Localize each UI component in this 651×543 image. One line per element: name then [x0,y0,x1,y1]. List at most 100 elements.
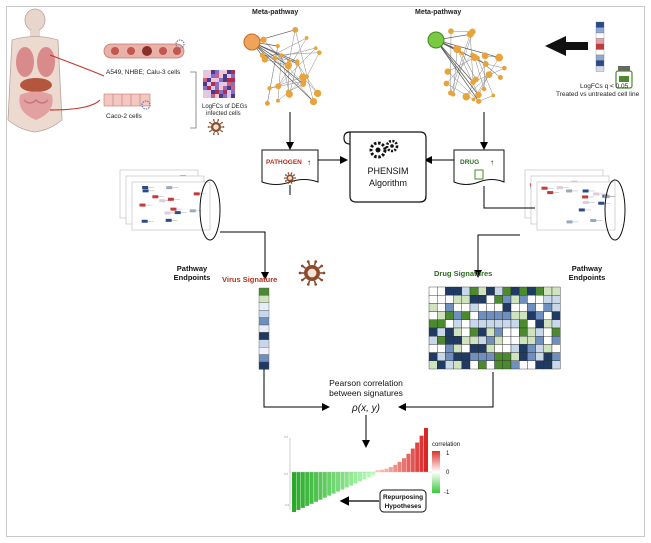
pathway-node [582,201,589,205]
matrix-cell [486,303,495,312]
matrix-cell [551,360,561,370]
matrix-cell [527,360,536,370]
heatmap-cell [223,94,227,98]
svg-text:0.5: 0.5 [284,435,289,439]
matrix-cell [502,319,512,329]
heatmap-cell [227,90,231,94]
drug-card: DRUG ↑ [453,149,505,185]
matrix-cell [551,311,561,321]
matrix-cell [469,360,479,370]
matrix-cell [519,344,528,353]
drug-card-label: DRUG [460,159,479,166]
virus-spike-tip [212,119,215,121]
pathway-node [159,199,166,203]
virus-icon [298,260,326,286]
matrix-cell [486,352,495,362]
matrix-cell [519,286,528,296]
network-edge [277,55,282,101]
waterfall-bar [424,428,428,472]
logfc-drug-label-2: Treated vs untreated cell line [556,91,640,98]
virus-spike-tip [314,283,318,286]
virus-core [307,268,317,278]
matrix-cell [543,295,553,304]
correlation-legend: correlation 1 0 -1 [432,442,460,496]
virus-spike-tip [293,174,296,176]
matrix-cell [486,311,495,321]
matrix-cell [502,336,512,345]
matrix-cell [543,286,553,296]
network-node [485,71,493,78]
matrix-cell [527,319,536,329]
virus-spike-tip [300,264,304,268]
matrix-cell [486,295,495,304]
legend-title: correlation [432,442,460,448]
matrix-cell [437,360,446,370]
matrix-cell [486,344,495,353]
matrix-cell [486,286,495,296]
heatmap-cell [219,78,223,82]
heatmap-cell [207,86,211,90]
network-edge [456,49,479,95]
heatmap-cell [203,94,207,98]
network-edge [450,34,471,94]
heatmap-cell [231,70,235,74]
repurposing-label-1: Repurposing [383,494,423,501]
drug-signatures-label: Drug Signatures [434,269,492,278]
logfc-drug-label-1: LogFCs q < 0.05 [580,83,629,90]
matrix-cell [437,311,446,321]
logfc-degs-label-2: infected cells [206,111,241,117]
matrix-cell [535,319,544,329]
matrix-cell [445,295,454,304]
virus-icon [207,119,225,135]
heatmap-cell [223,74,227,78]
network-node [272,55,278,61]
matrix-cell [478,336,487,345]
matrix-cell [478,344,487,353]
heatmap-cell [215,90,219,94]
heatmap-cell [207,82,211,86]
matrix-cell [510,352,520,362]
hub-edge [435,39,479,102]
repurposing-hypotheses-box: Repurposing Hypotheses [379,489,427,513]
virus-spike-tip [221,121,223,124]
drug-to-pathways-line [483,186,535,209]
signature-cell [258,310,270,318]
matrix-cell [510,311,520,321]
gears-icon [369,139,399,159]
matrix-cell [461,344,471,353]
network-node [491,93,496,98]
network-edge [289,63,298,95]
heatmap-cell [223,86,227,90]
matrix-cell [543,352,553,362]
matrix-cell [551,303,561,312]
virus-spike-tip [300,278,304,282]
network-edge [306,52,320,77]
heatmap-cell [203,86,207,90]
network-edge [274,57,314,102]
network-node [481,86,487,92]
heatmap-cell [207,90,211,94]
virus-spike-tip [221,130,223,133]
matrix-cell [437,336,446,345]
human-body-icon [7,8,63,133]
virus-spike-tip [293,180,296,182]
virus-spike-tip [283,177,286,179]
matrix-cell [478,319,487,329]
waterfall-bar [331,472,336,494]
matrix-cell [453,327,463,337]
waterfall-bar [406,453,411,472]
network-edge [269,80,305,89]
virus-core [213,124,219,130]
network-node [285,90,293,98]
signature-cell [258,354,270,363]
matrix-cell [535,295,544,304]
network-node [287,59,291,64]
network-node [444,68,452,75]
matrix-cell [445,286,454,296]
matrix-cell [551,319,561,329]
waterfall-bar [344,472,349,488]
matrix-cell [494,360,504,370]
intestine-cells-icon [103,93,151,107]
waterfall-bar [309,472,314,504]
rho-formula: ρ(x, y) [351,403,380,414]
